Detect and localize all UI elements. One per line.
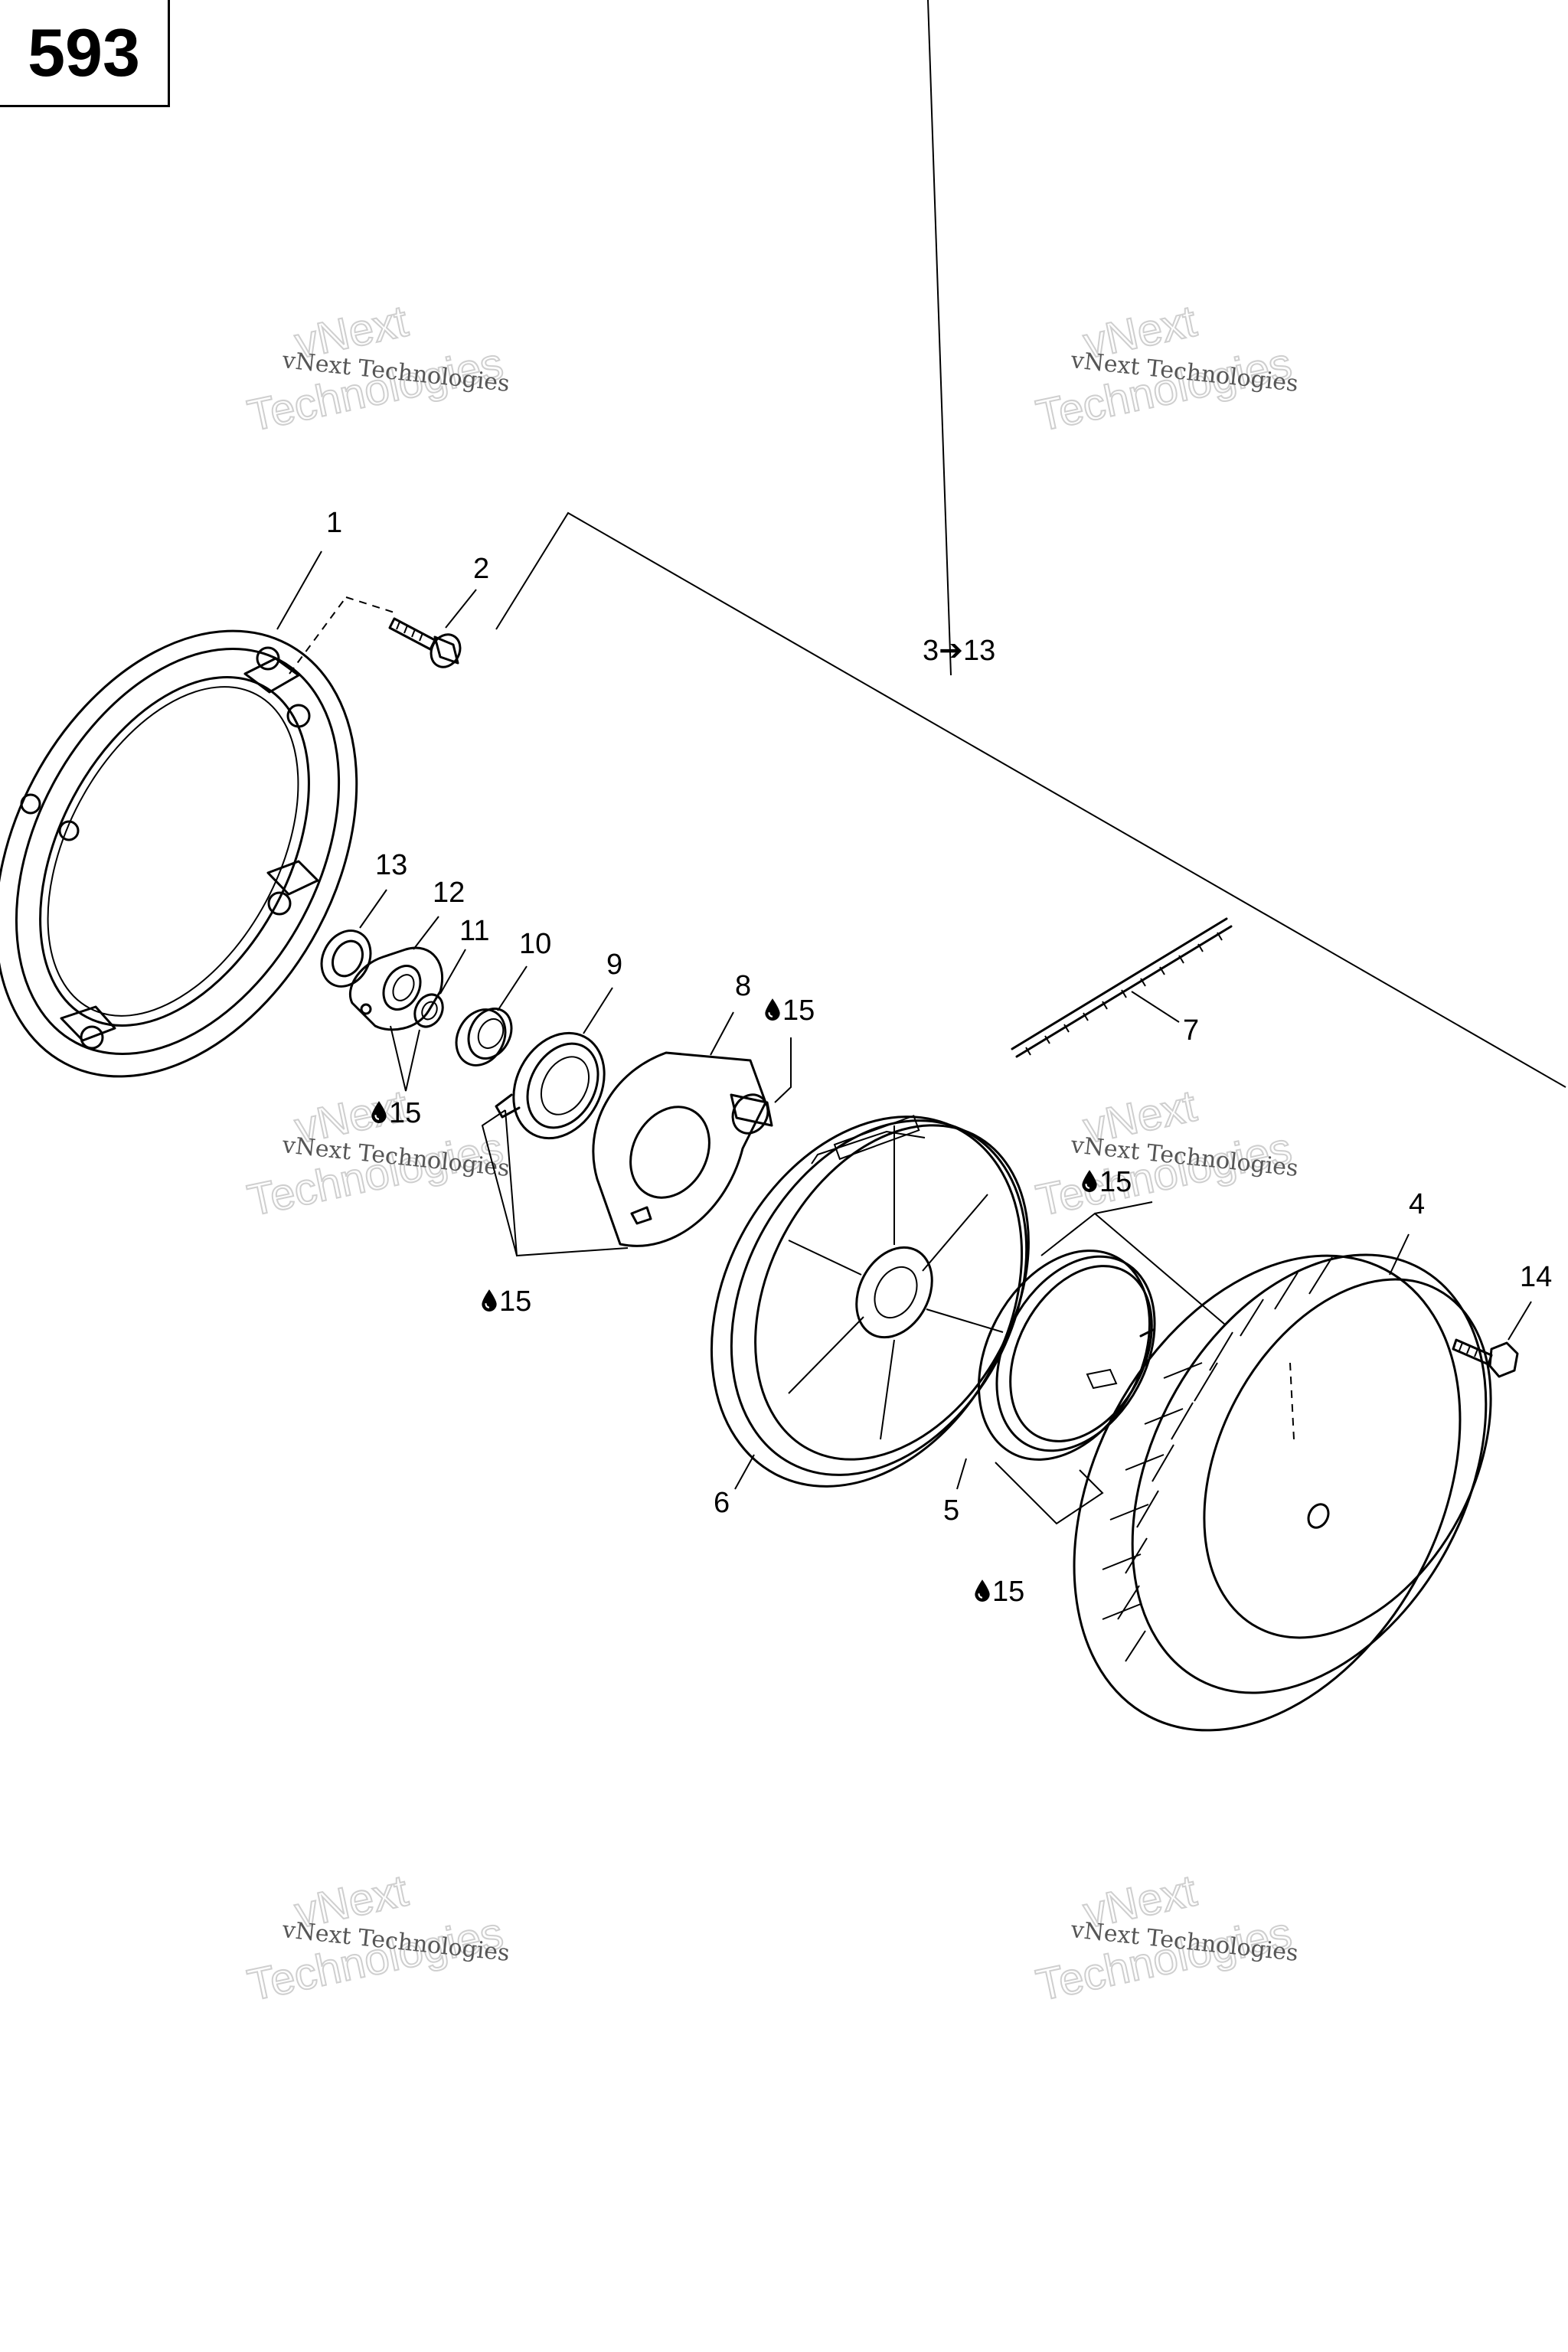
part-8-cam [592,1051,773,1247]
lube-leader-9 [481,1109,629,1257]
leader-4 [1389,1233,1410,1276]
lube-ref-9: 15 [481,1285,531,1318]
oil-drop-icon [974,1579,991,1602]
part-9-spring [495,1031,606,1140]
part-11-washer [413,993,444,1028]
svg-text:15: 15 [389,1097,421,1129]
leader-10 [497,965,528,1011]
lube-leader-5 [995,1462,1104,1525]
leader-12 [413,916,439,950]
callout-assembly: 3➔13 [923,635,995,667]
leader-7 [1131,991,1180,1023]
leader-8 [710,1011,734,1056]
page-number-box: 593 [0,0,170,107]
leader-1 [276,550,322,630]
part-12-plate [348,946,444,1031]
leader-9 [583,987,613,1034]
callout-1: 1 [326,507,342,539]
svg-text:15: 15 [1099,1166,1132,1198]
part-7-rope [1011,917,1233,1058]
callout-8: 8 [735,970,751,1002]
part-10-bushing [455,1008,513,1067]
callout-7: 7 [1183,1014,1199,1047]
callout-11: 11 [459,915,489,947]
page-number: 593 [28,14,140,90]
part-6-sheave [710,1115,1030,1488]
callout-12: 12 [433,877,465,909]
callout-6: 6 [714,1487,730,1519]
part-2-screw [388,617,462,668]
watermark-group: vNext Technologies vNext Technologies vN… [243,296,1299,2011]
lube-ref-8: 15 [764,995,815,1027]
callout-10: 10 [519,928,551,960]
callout-2: 2 [473,553,489,585]
part-1-mounting-ring [0,629,358,1078]
svg-text:15: 15 [499,1285,531,1318]
oil-drop-icon [764,998,781,1021]
callout-9: 9 [606,949,622,981]
leader-13 [359,889,387,929]
part-14-bolt [1452,1338,1519,1378]
leader-11 [439,949,466,995]
oil-drop-icon [481,1289,498,1312]
svg-text:15: 15 [782,995,815,1027]
part-5-recoil-spring [978,1250,1156,1461]
lube-ref-5: 15 [974,1576,1024,1608]
lube-leader-12 [390,1025,420,1092]
callout-5: 5 [943,1494,959,1527]
callout-4: 4 [1409,1188,1425,1220]
leader-5 [956,1458,967,1490]
lube-leader-8 [774,1037,792,1103]
part-13-washer [320,929,372,988]
leader-2 [445,589,477,629]
lube-ref-12: 15 [371,1097,421,1129]
leader-6 [734,1454,755,1490]
lube-leader-4 [1040,1201,1226,1325]
assembly-leader [927,0,952,676]
callout-13: 13 [375,849,407,881]
assembly-bracket-line [495,511,1566,1088]
dash-line-1 [289,596,347,675]
svg-text:15: 15 [992,1576,1024,1608]
lube-ref-4: 15 [1081,1166,1132,1198]
callout-14: 14 [1520,1261,1552,1293]
part-4-housing [1073,1253,1492,1732]
leader-14 [1508,1301,1532,1341]
